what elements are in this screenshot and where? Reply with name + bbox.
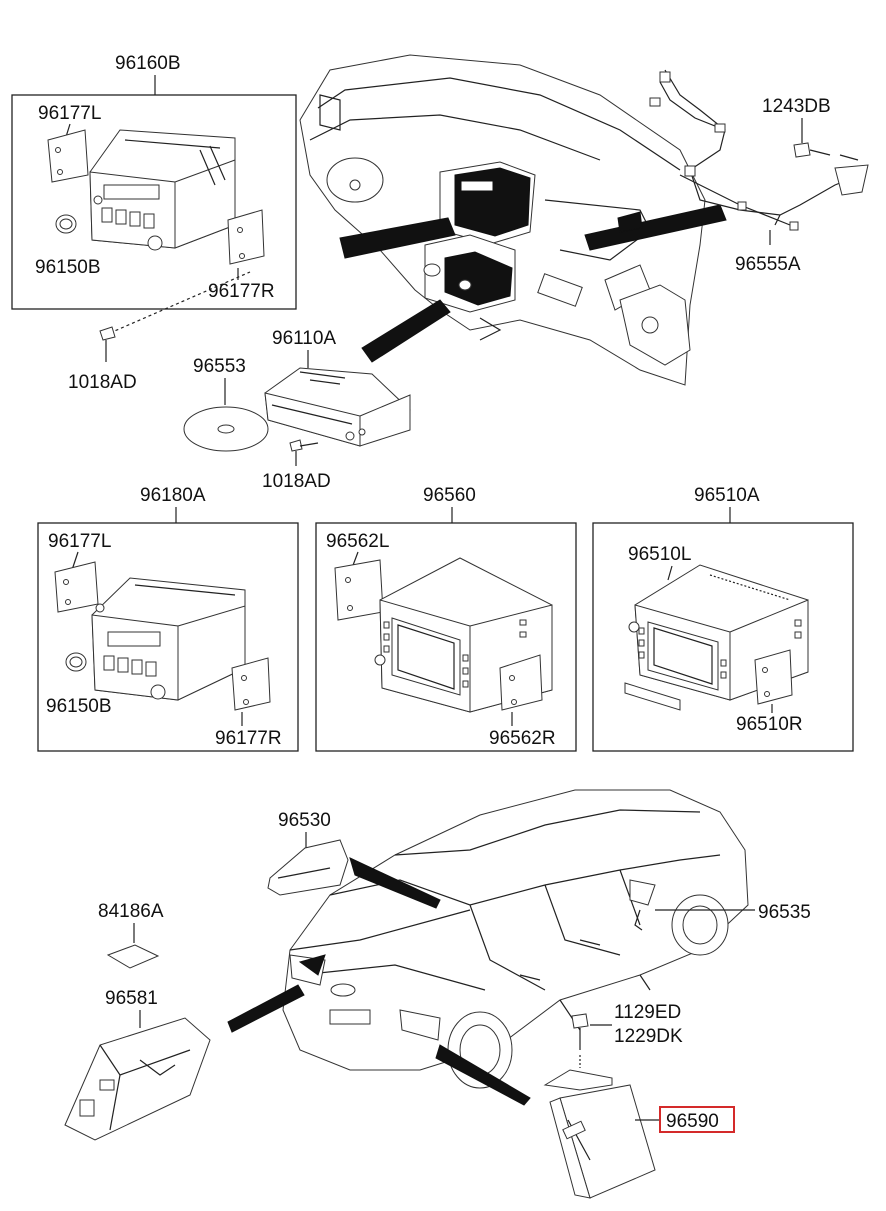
highlight-box	[659, 1106, 735, 1133]
bracket-right-2	[231, 657, 271, 711]
label-pad: 84186A	[98, 901, 164, 922]
label-navigation-unit-2: 96510A	[694, 485, 760, 506]
label-bracket-bottom: 96581	[105, 988, 158, 1009]
bracket-right-3	[499, 654, 543, 711]
cd-disc: 96553	[183, 356, 269, 452]
label-bracket-left-1: 96177L	[38, 103, 101, 124]
cd-tray-strip	[624, 682, 681, 711]
navigation-unit-2: 96510A 96510L 96510R	[592, 485, 854, 752]
wiring-harness: 96555A 1243DB	[649, 69, 869, 275]
bracket-left-1	[47, 129, 89, 183]
radio-unit-1	[89, 129, 236, 251]
label-bracket-left-4: 96510L	[628, 544, 691, 565]
label-radio-assembly-1: 96160B	[115, 53, 181, 74]
label-top-right-screw: 1243DB	[762, 96, 831, 117]
label-bracket-right-1: 96177R	[208, 281, 275, 302]
label-bracket-left-2: 96177L	[48, 531, 111, 552]
label-knob-1: 96150B	[35, 257, 101, 278]
navigation-unit-1-box	[315, 522, 577, 752]
bracket-left-2	[54, 561, 99, 613]
label-bolt-b: 1229DK	[614, 1026, 683, 1047]
label-connector: 96535	[758, 902, 811, 923]
label-cd-changer: 96110A	[272, 328, 336, 349]
connector: 96535	[634, 902, 811, 931]
label-cd-disc: 96553	[193, 356, 246, 377]
radio-assembly-2-box	[37, 522, 299, 752]
navigation-unit-1: 96560 96562L 96562R	[315, 485, 577, 752]
bracket-left-3	[334, 559, 384, 621]
radio-assembly-2: 96180A 96177L 96150B 96177R	[37, 485, 299, 752]
label-bolt-a: 1129ED	[614, 1002, 681, 1023]
bracket-bottom: 96581	[64, 954, 326, 1141]
bracket-right-1	[227, 209, 265, 265]
label-bracket-right-2: 96177R	[215, 728, 282, 749]
label-screw-2: 1018AD	[262, 471, 331, 492]
label-amplifier: 96590	[666, 1111, 719, 1132]
antenna: 96530	[267, 810, 441, 909]
knob-1	[55, 214, 77, 234]
radio-assembly-1-box	[11, 94, 297, 310]
label-bracket-right-3: 96562R	[489, 728, 556, 749]
bracket-right-4	[754, 649, 793, 705]
radio-unit-2	[91, 577, 246, 701]
label-bracket-left-3: 96562L	[326, 531, 389, 552]
label-navigation-unit-1: 96560	[423, 485, 476, 506]
knob-2	[65, 652, 87, 672]
label-radio-assembly-2: 96180A	[140, 485, 206, 506]
label-wiring-harness: 96555A	[735, 254, 801, 275]
label-antenna: 96530	[278, 810, 331, 831]
label-bracket-right-4: 96510R	[736, 714, 803, 735]
bolts: 1129ED 1229DK	[571, 1002, 683, 1068]
screw-2: 1018AD	[262, 439, 331, 492]
navigation-unit-2-box	[592, 522, 854, 752]
radio-assembly-1: 96160B 96177L 96150B	[11, 53, 297, 310]
screw-1: 1018AD	[68, 271, 251, 393]
amplifier: 96590	[435, 1044, 735, 1199]
label-screw-1: 1018AD	[68, 372, 137, 393]
pad: 84186A	[98, 901, 164, 969]
cd-changer: 96110A	[264, 328, 411, 447]
dashboard-illustration	[299, 54, 727, 386]
label-knob-2: 96150B	[46, 696, 112, 717]
